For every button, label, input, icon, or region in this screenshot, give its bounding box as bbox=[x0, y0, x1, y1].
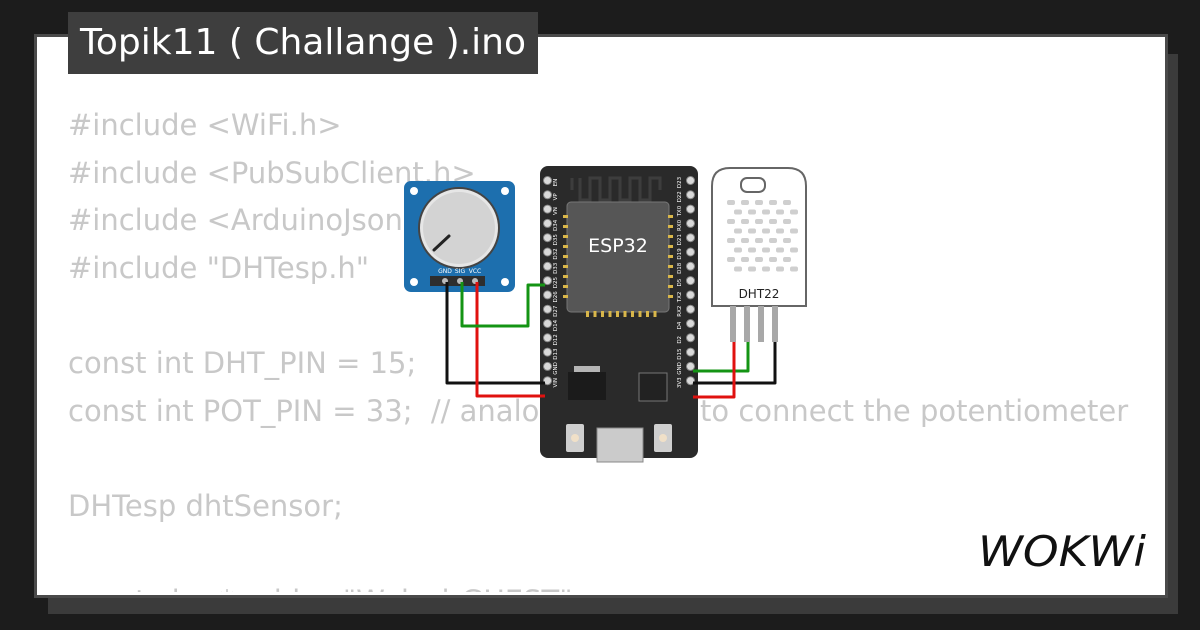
esp32-pin-label: D26 bbox=[553, 291, 559, 303]
potentiometer[interactable]: GND SIG VCC bbox=[404, 181, 515, 292]
wokwi-logo-text: WOKWi bbox=[978, 527, 1146, 576]
esp32-pin-d21[interactable] bbox=[686, 233, 695, 243]
esp32-label: ESP32 bbox=[588, 235, 648, 257]
esp32-pin-d25[interactable] bbox=[543, 276, 552, 286]
esp32-pin-label: GND bbox=[553, 362, 559, 375]
esp32-pin-gnd[interactable] bbox=[686, 361, 695, 371]
dht22-sensor[interactable]: DHT22 bbox=[711, 167, 807, 342]
esp32-pin-label: GND bbox=[677, 362, 683, 375]
esp32-pin-label: D23 bbox=[677, 176, 683, 188]
esp32-pin-d35[interactable] bbox=[543, 233, 552, 243]
esp32-pin-d2[interactable] bbox=[686, 333, 695, 343]
code-line: const char* ssid = "Wokwi-GUEST"; bbox=[68, 578, 1132, 592]
esp32-pin-label: D14 bbox=[553, 319, 559, 331]
wire-pot-sig bbox=[460, 282, 545, 328]
esp32-pin-label: D15 bbox=[677, 348, 683, 360]
wire-pot-gnd bbox=[445, 282, 545, 385]
pot-knob-indicator bbox=[432, 234, 451, 252]
esp32-pin-d4[interactable] bbox=[686, 319, 695, 328]
pot-pin-gnd: GND bbox=[438, 268, 452, 275]
esp32-pin-3v3[interactable] bbox=[686, 376, 695, 386]
code-line: DHTesp dhtSensor; bbox=[68, 488, 343, 523]
esp32-pin-vin[interactable] bbox=[543, 376, 552, 386]
esp32-pin-d26[interactable] bbox=[543, 290, 552, 300]
wire-dht-gnd bbox=[693, 342, 777, 385]
esp32-pin-label: VP bbox=[553, 193, 559, 201]
esp32-pin-label: D18 bbox=[677, 262, 683, 274]
esp32-pin-label: D22 bbox=[677, 191, 683, 202]
code-line: #include <PubSubClient.h> bbox=[68, 155, 476, 190]
esp32-pin-label: D33 bbox=[553, 262, 559, 274]
esp32-pin-label: 3V3 bbox=[677, 377, 683, 388]
esp32-pin-label: D13 bbox=[553, 348, 559, 360]
esp32-pin-d32[interactable] bbox=[543, 247, 552, 257]
pot-pin-vcc: VCC bbox=[469, 268, 481, 275]
esp32-pin-label: VN bbox=[553, 207, 559, 215]
esp32-module-pins bbox=[563, 215, 673, 317]
project-title: Topik11 ( Challange ).ino bbox=[68, 12, 539, 74]
esp32-pin-label: TX2 bbox=[677, 292, 683, 304]
esp32-pin-vn[interactable] bbox=[543, 204, 552, 214]
esp32-pin-label: D5 bbox=[677, 278, 683, 286]
esp32-pin-label: D32 bbox=[553, 248, 559, 259]
esp32-pin-d18[interactable] bbox=[686, 261, 695, 271]
code-line: #include "DHTesp.h" bbox=[68, 250, 370, 285]
esp32-pin-d14[interactable] bbox=[543, 319, 552, 328]
esp32-pin-label: D21 bbox=[677, 234, 683, 245]
esp32-pin-d23[interactable] bbox=[686, 176, 695, 185]
esp32-pin-label: D4 bbox=[677, 321, 683, 329]
esp32-pin-label: TX0 bbox=[677, 205, 683, 217]
esp32-pin-label: D12 bbox=[553, 334, 559, 345]
esp32-pin-d19[interactable] bbox=[686, 247, 695, 257]
esp32-board[interactable]: ESP32 ENVPVND34D35D32D33D25D26D27D14D12D… bbox=[540, 166, 698, 463]
code-line: #include <WiFi.h> bbox=[68, 108, 342, 142]
esp32-pin-gnd[interactable] bbox=[543, 361, 552, 371]
esp32-pin-d5[interactable] bbox=[686, 276, 695, 286]
esp32-pin-label: D27 bbox=[553, 305, 559, 317]
esp32-pin-rx2[interactable] bbox=[686, 304, 695, 314]
esp32-pin-label: RX2 bbox=[677, 306, 683, 317]
esp32-pin-d22[interactable] bbox=[686, 190, 695, 200]
code-line: const int DHT_PIN = 15; bbox=[68, 345, 417, 380]
wire-pot-vcc bbox=[475, 282, 545, 398]
esp32-pin-label: D25 bbox=[553, 276, 559, 288]
esp32-pin-label: D34 bbox=[553, 219, 559, 231]
esp32-pin-en[interactable] bbox=[543, 176, 552, 185]
esp32-pin-tx2[interactable] bbox=[686, 290, 695, 300]
wires bbox=[445, 282, 777, 399]
wokwi-logo: WOKWi bbox=[978, 527, 1146, 576]
esp32-pin-label: VIN bbox=[553, 378, 559, 388]
esp32-pin-label: D35 bbox=[553, 234, 559, 246]
esp32-pin-d12[interactable] bbox=[543, 333, 552, 343]
esp32-pin-rx0[interactable] bbox=[686, 218, 695, 228]
esp32-pin-label: D2 bbox=[677, 336, 683, 344]
dht22-vent-grid bbox=[727, 200, 798, 272]
esp32-pin-d13[interactable] bbox=[543, 347, 552, 357]
esp32-pin-d27[interactable] bbox=[543, 304, 552, 314]
esp32-pin-d15[interactable] bbox=[686, 347, 695, 357]
esp32-pin-d34[interactable] bbox=[543, 218, 552, 228]
pot-pin-sig: SIG bbox=[455, 268, 466, 275]
esp32-pin-d33[interactable] bbox=[543, 261, 552, 271]
wire-dht-vcc bbox=[693, 342, 736, 399]
wire-dht-data bbox=[693, 342, 750, 373]
dht22-label: DHT22 bbox=[739, 287, 780, 301]
esp32-pin-label: EN bbox=[553, 179, 559, 187]
esp32-pin-tx0[interactable] bbox=[686, 204, 695, 214]
esp32-pin-vp[interactable] bbox=[543, 190, 552, 200]
esp32-pin-label: RX0 bbox=[677, 219, 683, 231]
esp32-pin-label: D19 bbox=[677, 248, 683, 260]
